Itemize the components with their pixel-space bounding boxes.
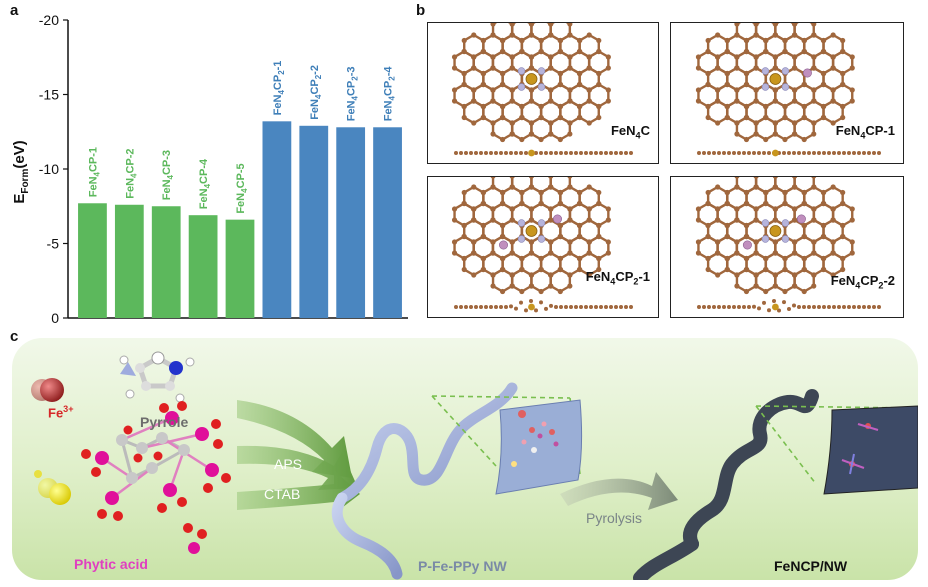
structure-panel-fen4cp2-1: FeN4CP2-1 <box>427 176 659 318</box>
fencp-nanowire-icon <box>683 389 819 551</box>
nitrogen-atom-icon <box>537 83 546 91</box>
pyrrole-molecule-icon <box>119 351 195 403</box>
phosphorus-atom-icon <box>499 240 509 250</box>
bar-label: FeN4CP-1 <box>87 147 101 197</box>
graphene-lattice-icon <box>451 23 611 143</box>
y-tick-label: -15 <box>39 87 59 103</box>
scheme-graphics <box>31 351 918 580</box>
nitrogen-atom-icon <box>781 67 790 75</box>
panel-letter-b: b <box>416 2 426 19</box>
aps-label: APS <box>274 456 303 472</box>
nitrogen-atom-icon <box>781 219 790 227</box>
bar-FeN4CP-4 <box>188 215 218 318</box>
nitrogen-atom-icon <box>517 83 526 91</box>
ctab-label: CTAB <box>264 486 301 502</box>
phosphorus-atom-icon <box>553 214 563 224</box>
chart-bars <box>78 121 402 318</box>
iron-atom-icon <box>769 225 782 237</box>
structure-panel-fen4cp-1: FeN4CP-1 <box>670 22 904 164</box>
structure-panel-fen4cp2-2: FeN4CP2-2 <box>670 176 904 318</box>
p-fe-ppy-label: P-Fe-PPy NW <box>418 558 507 574</box>
side-view-icon <box>454 149 633 157</box>
phytic-acid-label: Phytic acid <box>74 556 148 572</box>
structure-label-fen4c: FeN4C <box>610 123 650 141</box>
synthesis-scheme: Fe3+ Pyrrole Phytic acid APS CTAB P-Fe-P… <box>12 338 918 580</box>
structure-panel-fen4c: FeN4C <box>427 22 659 164</box>
bar-FeN4CP-3 <box>151 206 181 318</box>
nitrogen-atom-icon <box>761 83 770 91</box>
panel-letter-a: a <box>10 2 19 19</box>
side-view-icon <box>697 299 881 313</box>
fen4c-structure <box>451 23 633 157</box>
nitrogen-atom-icon <box>761 67 770 75</box>
pyrrole-label: Pyrrole <box>140 414 189 430</box>
graphene-lattice-icon <box>451 177 611 295</box>
side-view-icon <box>454 299 633 313</box>
nitrogen-atom-icon <box>761 235 770 243</box>
nitrogen-atom-icon <box>781 235 790 243</box>
bar-label: FeN4CP-3 <box>161 150 175 200</box>
y-tick-label: 0 <box>51 310 59 326</box>
bar-FeN4CP2-3 <box>336 127 366 318</box>
graphene-lattice-icon <box>695 23 855 143</box>
p-fe-ppy-nanowire-icon <box>336 382 518 504</box>
bar-label: FeN4CP-4 <box>198 158 212 209</box>
bar-label: FeN4CP2-2 <box>309 65 323 120</box>
yellow-atom-icon <box>34 470 71 505</box>
nitrogen-atom-icon <box>537 235 546 243</box>
iron-atom-icon <box>525 225 538 237</box>
structure-label-fen4cp2-2: FeN4CP2-2 <box>830 273 895 291</box>
y-tick-label: -10 <box>39 161 59 177</box>
phosphorus-atom-icon <box>796 214 806 224</box>
fencp-nw-label: FeNCP/NW <box>774 558 848 574</box>
bar-FeN4CP-5 <box>225 219 255 318</box>
y-tick-label: -20 <box>39 12 59 28</box>
reaction-arrows-icon <box>237 400 360 514</box>
formation-energy-chart: 0-5-10-15-20 FeN4CP-1FeN4CP-2FeN4CP-3FeN… <box>11 12 408 326</box>
bar-label: FeN4CP-5 <box>235 163 249 213</box>
nitrogen-atom-icon <box>517 235 526 243</box>
y-axis-title: EForm(eV) <box>11 140 31 203</box>
bar-label: FeN4CP2-3 <box>346 67 360 122</box>
zoom-sheet-1-icon <box>431 395 583 495</box>
nitrogen-atom-icon <box>537 67 546 75</box>
pyrolysis-arrow-icon <box>560 472 678 510</box>
structure-label-fen4cp2-1: FeN4CP2-1 <box>585 269 650 287</box>
bar-FeN4CP-2 <box>114 204 144 318</box>
fe3-label: Fe3+ <box>48 404 74 421</box>
pyrolysis-label: Pyrolysis <box>586 510 643 526</box>
nitrogen-atom-icon <box>537 219 546 227</box>
bar-label: FeN4CP2-1 <box>272 61 286 116</box>
iron-atom-icon <box>769 73 782 85</box>
side-view-icon <box>697 149 881 157</box>
nitrogen-atom-icon <box>781 83 790 91</box>
bar-FeN4CP2-2 <box>299 125 329 318</box>
y-tick-label: -5 <box>47 236 60 252</box>
phosphorus-atom-icon <box>802 68 812 78</box>
fen4cp2-1-structure <box>451 177 633 313</box>
fen4cp2-2-structure <box>695 177 881 313</box>
bar-FeN4CP2-4 <box>373 127 402 318</box>
bar-label: FeN4CP-2 <box>124 148 138 198</box>
nitrogen-atom-icon <box>517 67 526 75</box>
fen4cp-1-structure <box>695 23 881 157</box>
panel-letter-c: c <box>10 328 19 345</box>
zoom-sheet-2-icon <box>755 405 918 495</box>
fe3-ion-icon <box>31 378 64 402</box>
bar-label: FeN4CP2-4 <box>383 66 397 122</box>
phosphorus-atom-icon <box>742 240 752 250</box>
bar-FeN4CP2-1 <box>262 121 292 318</box>
chart-bar-labels: FeN4CP-1 FeN4CP-2 FeN4CP-3 FeN4CP-4 FeN4CP-5… <box>87 61 396 214</box>
nitrogen-atom-icon <box>517 219 526 227</box>
bar-FeN4CP-1 <box>78 203 107 318</box>
nitrogen-atom-icon <box>761 219 770 227</box>
iron-atom-icon <box>525 73 538 85</box>
structure-label-fen4cp-1: FeN4CP-1 <box>835 123 895 141</box>
phytic-acid-molecule-icon <box>81 401 231 554</box>
